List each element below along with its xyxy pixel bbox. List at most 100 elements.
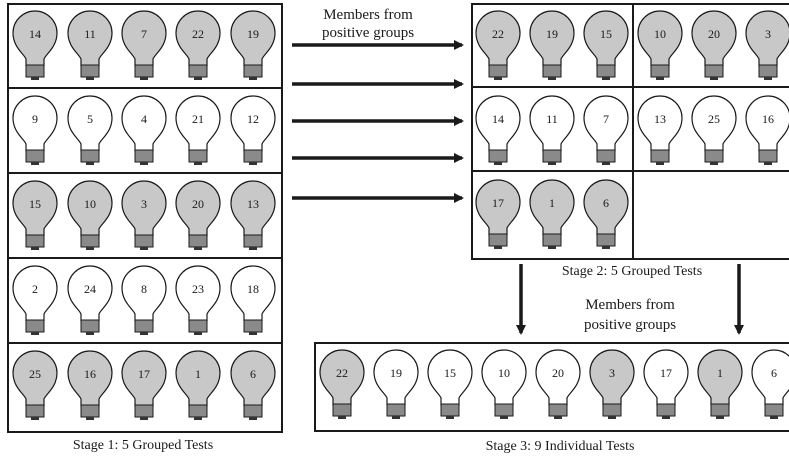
bulb-base (25, 149, 45, 163)
bulb-tip (494, 162, 502, 165)
light-bulb: 17 (121, 350, 167, 420)
bulb-glass (319, 349, 365, 406)
bulb-label: 5 (87, 112, 93, 126)
bulb-base (243, 234, 263, 248)
bulb-label: 9 (32, 112, 38, 126)
bulb-glass (12, 180, 58, 237)
light-bulb: 1 (697, 349, 743, 419)
bulb-glass (691, 10, 737, 67)
bulb-glass (175, 350, 221, 407)
bulb-base (758, 64, 778, 78)
bulb-tip (602, 162, 610, 165)
light-bulb: 19 (230, 10, 276, 80)
bulb-label: 10 (498, 366, 510, 380)
bulb-tip (392, 416, 400, 419)
stage2-caption: Stage 2: 5 Grouped Tests (562, 264, 702, 279)
light-bulb: 6 (583, 179, 629, 249)
bulb-tip (86, 247, 94, 250)
light-bulb: 17 (475, 179, 521, 249)
light-bulb: 2 (12, 265, 58, 335)
bulb-tip (140, 417, 148, 420)
bulb-glass (230, 350, 276, 407)
bulb-glass (12, 265, 58, 322)
members-label-line2: positive groups (584, 317, 676, 333)
bulb-base (80, 319, 100, 333)
bulb-base (80, 234, 100, 248)
bulb-base (542, 64, 562, 78)
bulb-glass (583, 95, 629, 152)
bulb-base (243, 64, 263, 78)
bulb-tip (602, 246, 610, 249)
bulb-tip (249, 332, 257, 335)
bulb-tip (656, 162, 664, 165)
bulb-tip (608, 416, 616, 419)
light-bulb: 15 (583, 10, 629, 80)
bulb-tip (554, 416, 562, 419)
bulb-glass (589, 349, 635, 406)
bulb-label: 14 (492, 112, 504, 126)
bulb-base (596, 64, 616, 78)
bulb-glass (637, 95, 683, 152)
bulb-base (386, 403, 406, 417)
bulb-label: 25 (708, 112, 720, 126)
bulb-tip (31, 332, 39, 335)
bulb-label: 14 (29, 27, 41, 41)
bulb-glass (230, 180, 276, 237)
bulb-label: 22 (192, 27, 204, 41)
bulb-tip (764, 77, 772, 80)
light-bulb: 21 (175, 95, 221, 165)
bulb-base (596, 233, 616, 247)
bulb-glass (691, 95, 737, 152)
bulb-glass (175, 265, 221, 322)
bulb-base (542, 149, 562, 163)
bulb-label: 3 (141, 197, 147, 211)
light-bulb: 20 (175, 180, 221, 250)
light-bulb: 18 (230, 265, 276, 335)
bulb-label: 15 (444, 366, 456, 380)
bulb-base (243, 149, 263, 163)
bulb-base (488, 149, 508, 163)
bulb-glass (230, 265, 276, 322)
bulb-base (758, 149, 778, 163)
bulb-base (188, 404, 208, 418)
members-label-line1: Members from (585, 297, 675, 313)
bulb-glass (67, 350, 113, 407)
stage1-to-stage2-arrows: Members from positive groups (292, 7, 464, 203)
bulb-glass (175, 95, 221, 152)
bulb-label: 7 (603, 112, 609, 126)
bulb-glass (745, 95, 789, 152)
bulb-glass (697, 349, 743, 406)
bulb-base (188, 319, 208, 333)
light-bulb: 13 (230, 180, 276, 250)
bulb-base (80, 404, 100, 418)
bulb-tip (140, 247, 148, 250)
bulb-label: 19 (247, 27, 259, 41)
bulb-label: 8 (141, 282, 147, 296)
bulb-tip (548, 246, 556, 249)
bulb-base (80, 64, 100, 78)
bulb-base (710, 403, 730, 417)
bulb-label: 1 (195, 367, 201, 381)
light-bulb: 15 (427, 349, 473, 419)
bulb-base (134, 64, 154, 78)
bulb-glass (583, 10, 629, 67)
bulb-glass (121, 10, 167, 67)
light-bulb: 6 (230, 350, 276, 420)
bulb-base (440, 403, 460, 417)
bulb-label: 19 (390, 366, 402, 380)
bulb-base (650, 149, 670, 163)
light-bulb: 14 (475, 95, 521, 165)
bulb-glass (583, 179, 629, 236)
bulb-base (596, 149, 616, 163)
bulb-label: 6 (771, 366, 777, 380)
bulb-label: 3 (765, 27, 771, 41)
bulb-tip (494, 246, 502, 249)
stage2-frame (471, 3, 789, 260)
bulb-label: 7 (141, 27, 147, 41)
bulb-label: 13 (247, 197, 259, 211)
light-bulb: 4 (121, 95, 167, 165)
light-bulb: 8 (121, 265, 167, 335)
bulb-glass (121, 265, 167, 322)
